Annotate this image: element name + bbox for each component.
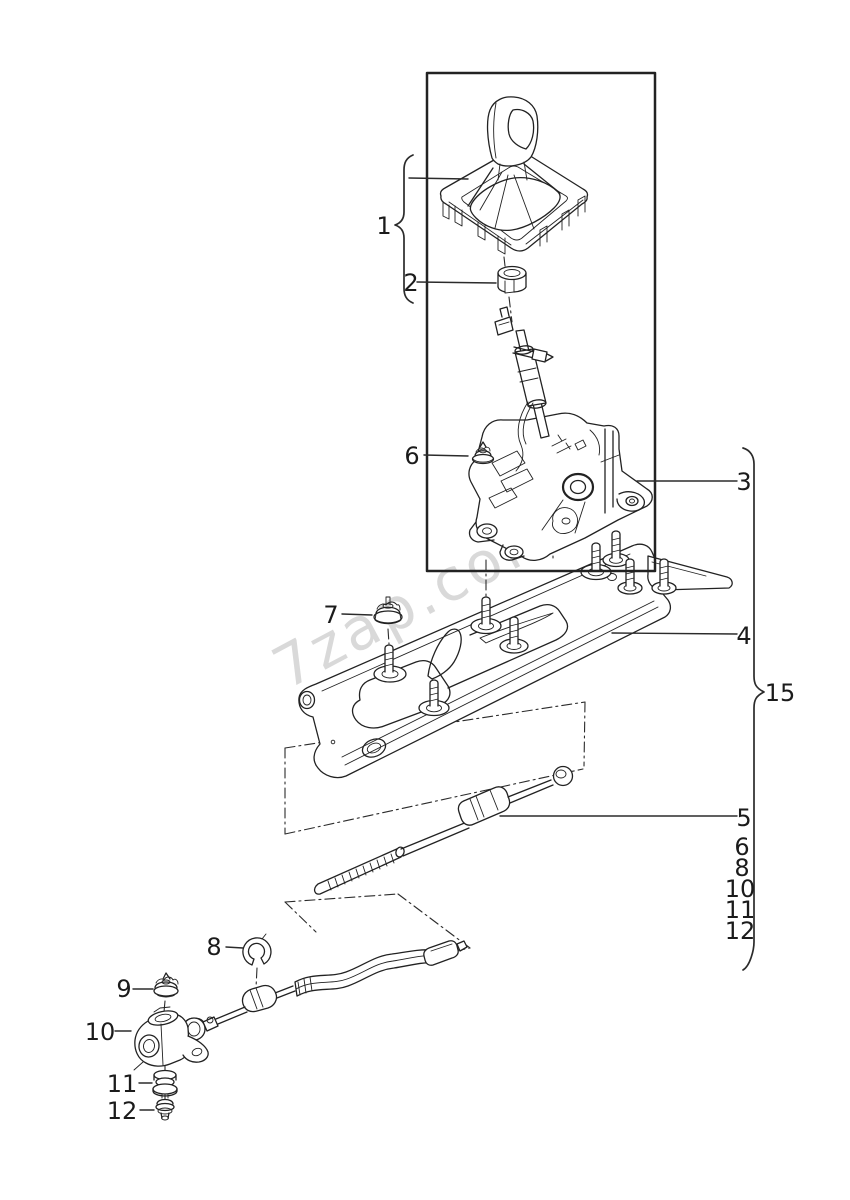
gear-knob-boot-assembly — [439, 96, 589, 255]
rubber-bushing — [152, 1069, 178, 1097]
plate-hole — [298, 690, 316, 710]
callout-3[interactable]: 3 — [736, 468, 751, 496]
callout-12[interactable]: 12 — [107, 1097, 138, 1125]
leader-lines — [114, 177, 738, 1111]
group-item-8[interactable]: 8 — [734, 854, 749, 882]
group-item-6[interactable]: 6 — [734, 833, 749, 861]
plate-hole — [361, 738, 387, 758]
callout-11[interactable]: 11 — [107, 1070, 138, 1098]
group-item-12[interactable]: 12 — [725, 917, 756, 945]
lever-top-clip — [494, 316, 514, 336]
mounting-plate — [298, 530, 733, 779]
brace-callout-1 — [394, 154, 414, 304]
callout-4[interactable]: 4 — [736, 622, 751, 650]
callout-labels: 1 2 3 4 5 6 7 8 9 10 11 12 15 6 8 10 11 … — [85, 212, 796, 1125]
plate-studs — [373, 530, 677, 717]
nut-9 — [153, 972, 179, 998]
relay-bracket — [133, 1006, 209, 1071]
shift-boot — [469, 176, 561, 232]
retaining-clip — [497, 265, 527, 294]
brace-callout-15 — [742, 447, 765, 971]
callout-2[interactable]: 2 — [403, 269, 418, 297]
pivot-boss — [561, 472, 595, 502]
cable-end-assembly — [182, 940, 468, 1041]
stud — [499, 616, 529, 654]
plate-fin-detail — [427, 628, 462, 680]
screw — [155, 1093, 175, 1121]
cable-ball-end — [552, 765, 574, 787]
callout-7[interactable]: 7 — [323, 601, 338, 629]
cable-sheath — [294, 949, 433, 997]
callout-1[interactable]: 1 — [376, 212, 391, 240]
stud — [373, 644, 407, 683]
nut-7 — [373, 596, 403, 625]
group-item-11[interactable]: 11 — [725, 896, 756, 924]
callout-15[interactable]: 15 — [765, 679, 796, 707]
cable-adjuster-barrel — [457, 786, 511, 826]
stud — [651, 558, 677, 595]
red-highlight-box — [425, 71, 657, 573]
callout-5[interactable]: 5 — [736, 804, 751, 832]
callout-6[interactable]: 6 — [404, 442, 419, 470]
stud — [617, 558, 643, 595]
callout-9[interactable]: 9 — [116, 975, 131, 1003]
callout-8[interactable]: 8 — [206, 933, 221, 961]
stud — [418, 679, 450, 717]
callout-10[interactable]: 10 — [85, 1018, 116, 1046]
stud — [470, 596, 502, 635]
shift-lever — [494, 306, 554, 472]
shifter-mechanism — [468, 306, 653, 561]
group-item-10[interactable]: 10 — [725, 875, 756, 903]
nut-6 — [471, 441, 495, 465]
selector-cable-rod — [313, 765, 574, 895]
c-clip — [242, 933, 272, 966]
